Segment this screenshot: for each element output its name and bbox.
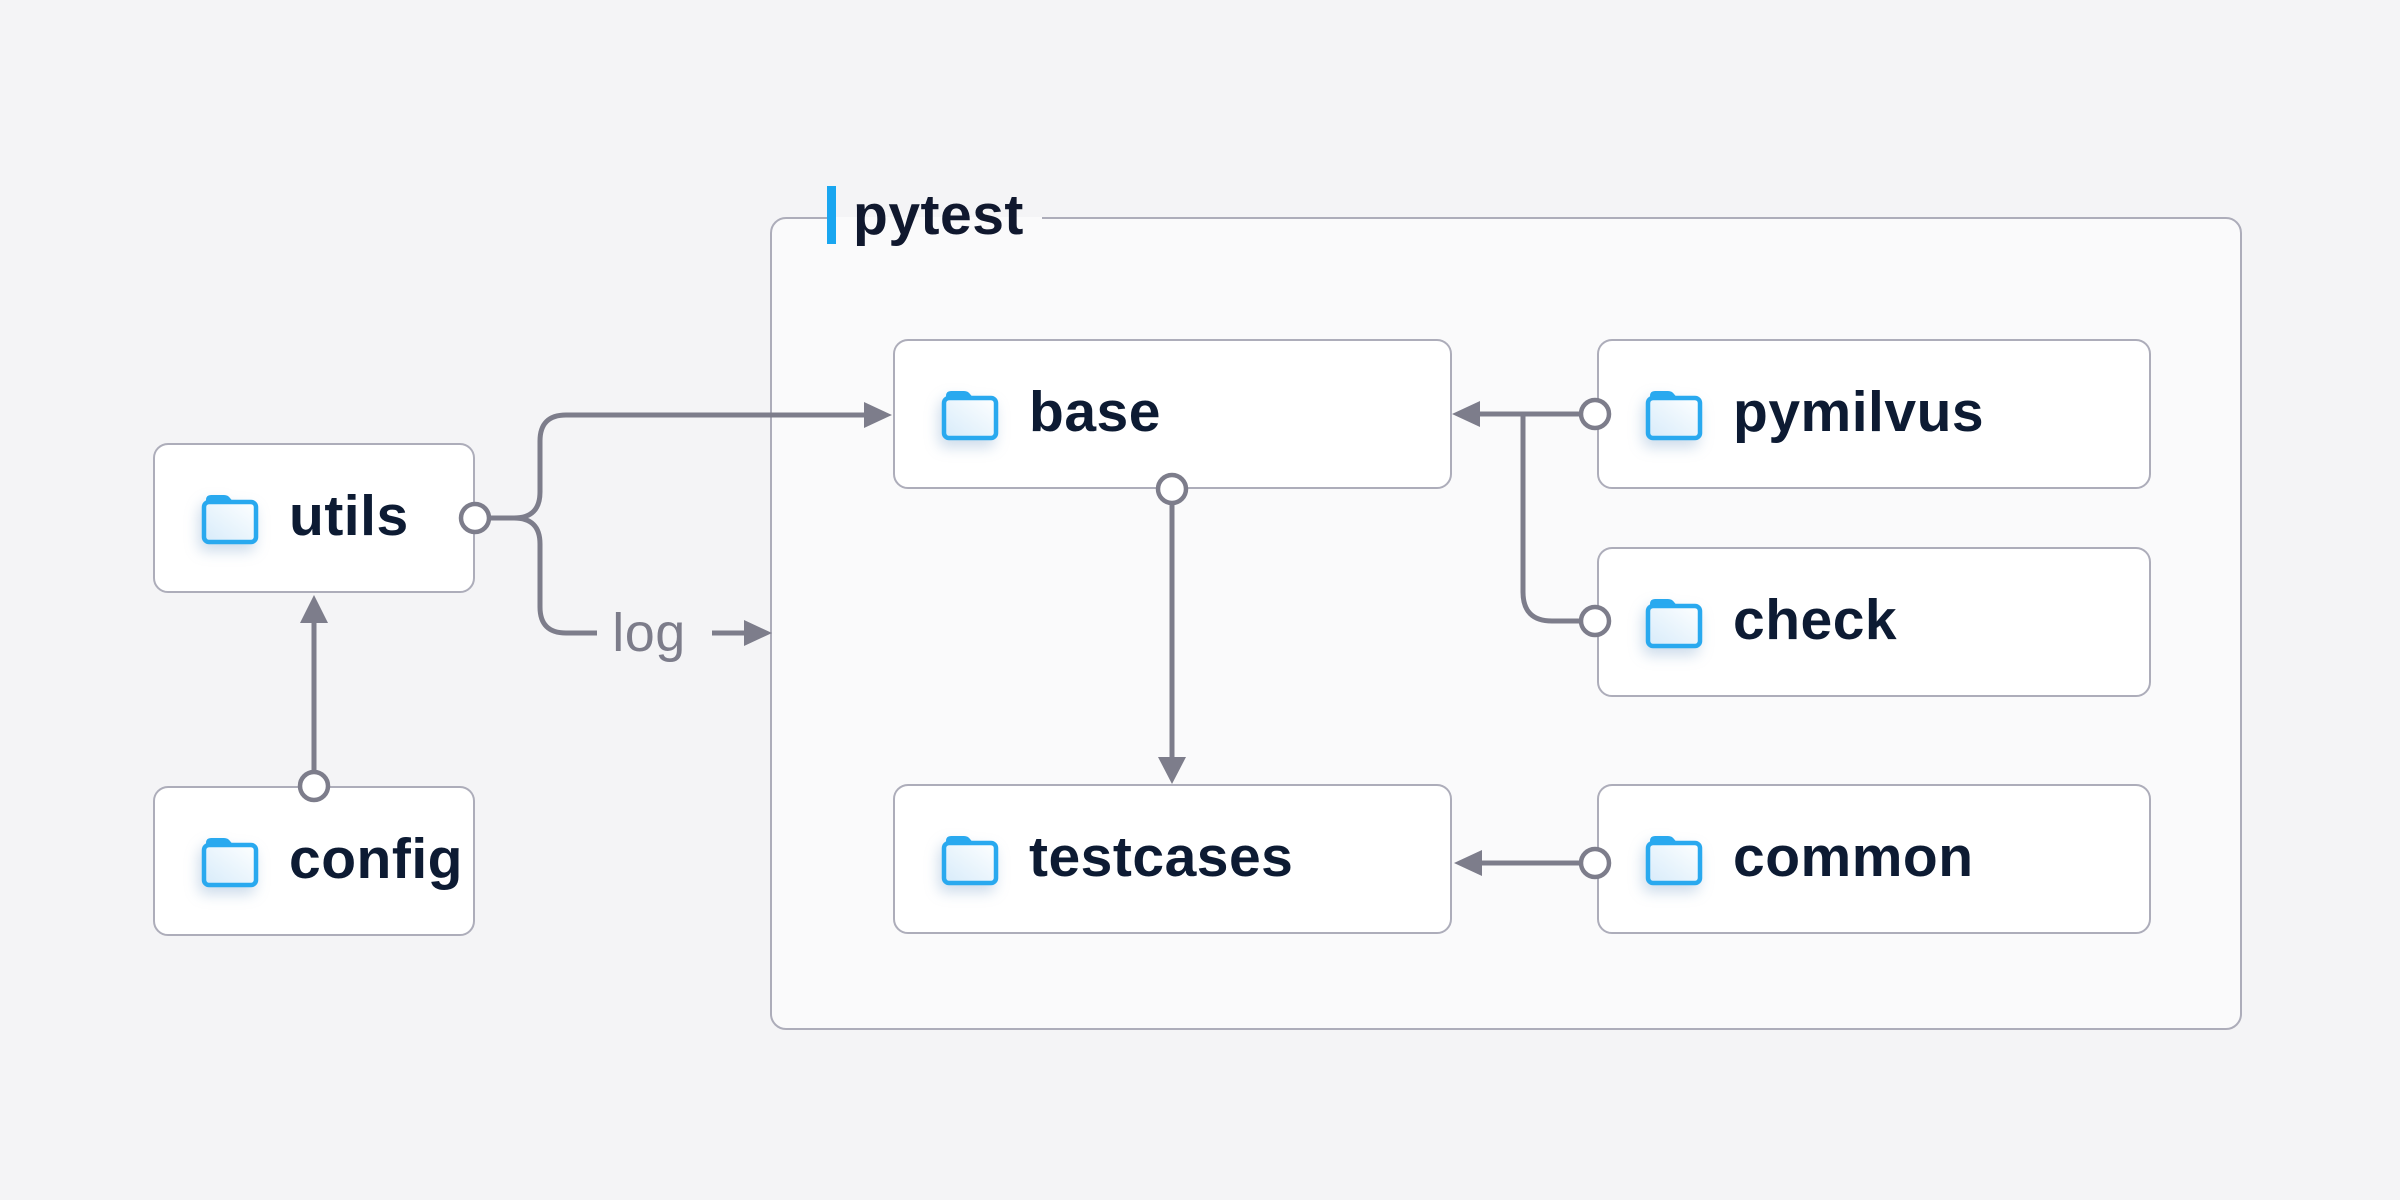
accent-bar-icon	[827, 186, 836, 244]
node-common: common	[1597, 784, 2151, 934]
edge-config-to-utils	[297, 595, 331, 803]
node-label: common	[1733, 824, 1974, 889]
folder-icon	[197, 832, 263, 890]
node-config: config	[153, 786, 475, 936]
node-label: check	[1733, 587, 1898, 652]
folder-icon	[937, 385, 1003, 443]
folder-icon	[1641, 830, 1707, 888]
node-label: base	[1029, 379, 1161, 444]
node-base: base	[893, 339, 1452, 489]
folder-icon	[1641, 593, 1707, 651]
folder-icon	[1641, 385, 1707, 443]
edge-utils-to-log	[513, 515, 597, 636]
folder-icon	[197, 489, 263, 547]
node-pymilvus: pymilvus	[1597, 339, 2151, 489]
pytest-group-legend: pytest	[827, 185, 1042, 245]
log-edge-label: log	[612, 603, 686, 663]
node-testcases: testcases	[893, 784, 1452, 934]
node-label: config	[289, 826, 463, 891]
node-check: check	[1597, 547, 2151, 697]
folder-icon	[937, 830, 1003, 888]
node-label: testcases	[1029, 824, 1294, 889]
log-arrow	[712, 620, 772, 646]
node-utils: utils	[153, 443, 475, 593]
node-label: utils	[289, 483, 409, 548]
group-label: pytest	[853, 183, 1024, 247]
node-label: pymilvus	[1733, 379, 1985, 444]
